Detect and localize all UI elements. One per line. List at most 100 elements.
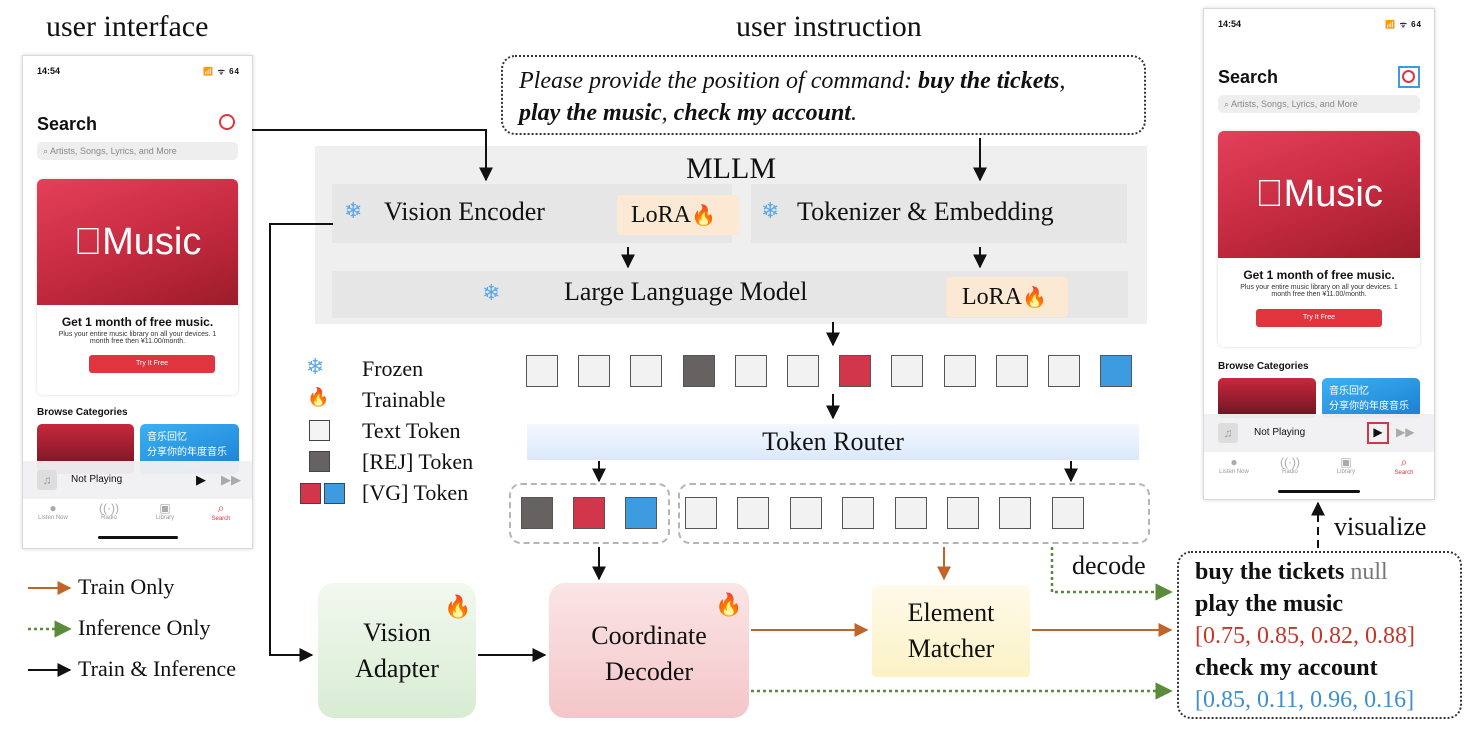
coordinate-decoder-line2: Decoder	[604, 657, 694, 686]
legend-vg-token: [VG] Token	[362, 480, 469, 505]
promo-subtitle: Plus your entire music library on all yo…	[58, 331, 217, 345]
try-it-free-button[interactable]: Try It Free	[1256, 309, 1382, 327]
promo-title: Get 1 month of free music.	[1243, 268, 1395, 282]
vg-token-swatch-red	[300, 483, 321, 504]
legend-train-inference: Train & Inference	[78, 656, 237, 681]
play-icon-highlighted[interactable]: ▶	[1367, 422, 1389, 444]
music-note-icon: ♫	[1218, 423, 1238, 443]
vision-adapter-line2: Adapter	[355, 654, 439, 683]
search-icon: ⌕	[1224, 99, 1232, 109]
text-token	[891, 355, 923, 387]
search-tab-icon: ⌕	[1400, 455, 1408, 469]
phone-search-bar[interactable]: ⌕ Artists, Songs, Lyrics, and More	[1218, 95, 1420, 113]
tab-library[interactable]: ▣Library	[1326, 455, 1366, 475]
result-cmd2-value: [0.75, 0.85, 0.82, 0.88]	[1195, 623, 1415, 649]
rej-token	[521, 497, 553, 529]
vg-token-blue	[625, 497, 657, 529]
fire-icon: 🔥	[307, 387, 330, 407]
llm-label: Large Language Model	[564, 277, 808, 306]
text-token-group	[678, 483, 1150, 544]
coordinate-decoder-module: 🔥 Coordinate Decoder	[549, 583, 749, 718]
result-cmd1-value: null	[1350, 559, 1388, 585]
fast-forward-icon[interactable]: ▶▶	[1396, 425, 1415, 439]
user-instruction-title: user instruction	[736, 10, 922, 43]
fast-forward-icon[interactable]: ▶▶	[221, 472, 241, 487]
legend-trainable: Trainable	[362, 387, 446, 412]
play-icon: ▶	[1373, 425, 1383, 439]
tab-library[interactable]: ▣Library	[145, 501, 185, 521]
result-cmd3: check my account	[1195, 655, 1378, 681]
instruction-sep2: ,	[661, 100, 674, 126]
instruction-cmd3: check my account	[673, 100, 851, 126]
snowflake-icon: ❄	[761, 198, 780, 223]
account-icon[interactable]	[219, 114, 235, 130]
snowflake-icon: ❄	[344, 198, 363, 223]
fire-icon: 🔥	[1022, 287, 1047, 309]
user-interface-title: user interface	[46, 10, 209, 43]
element-matcher-line2: Matcher	[907, 634, 995, 663]
play-icon[interactable]: ▶	[196, 472, 206, 487]
promo-banner: Music	[1218, 131, 1420, 258]
library-icon: ▣	[159, 501, 171, 515]
instruction-sep1: ,	[1059, 68, 1066, 94]
result-cmd3-line: check my account	[1195, 655, 1378, 682]
tab-radio[interactable]: ((·))Radio	[1270, 455, 1310, 475]
mllm-title: MLLM	[686, 152, 776, 185]
legend-rej-token: [REJ] Token	[362, 449, 474, 474]
phone-time: 14:54	[37, 66, 61, 76]
element-matcher-module: Element Matcher	[872, 585, 1030, 677]
tokenizer-box: ❄ Tokenizer & Embedding	[751, 184, 1127, 243]
tab-listen-now[interactable]: ●Listen Now	[33, 501, 73, 521]
lora-label: LoRA	[631, 202, 691, 228]
tile-line-1: 音乐回忆	[1329, 386, 1369, 397]
result-cmd1-line: buy the tickets null	[1195, 559, 1388, 586]
phone-screenshot-input: 14:54 📶 ᯤ 64 Search ⌕ Artists, Songs, Ly…	[22, 55, 253, 549]
home-indicator	[98, 536, 178, 539]
result-cmd3-value: [0.85, 0.11, 0.96, 0.16]	[1195, 687, 1415, 713]
now-playing-bar[interactable]: ♫ Not Playing ▶ ▶▶	[23, 461, 252, 499]
text-token	[1052, 497, 1084, 529]
text-token	[947, 497, 979, 529]
try-it-free-button[interactable]: Try It Free	[89, 355, 215, 373]
search-icon: ⌕	[43, 146, 51, 156]
vg-token-red	[573, 497, 605, 529]
category-tile-2[interactable]: 音乐回忆 分享你的年度音乐	[1322, 378, 1420, 418]
text-token	[999, 497, 1031, 529]
result-cmd2: play the music	[1195, 591, 1344, 617]
rej-token-swatch	[309, 451, 330, 472]
instruction-suffix: .	[850, 100, 857, 126]
legend-train-only: Train Only	[78, 574, 175, 599]
account-icon-highlighted[interactable]	[1398, 66, 1420, 88]
tile-line-1: 音乐回忆	[147, 432, 187, 443]
promo-title: Get 1 month of free music.	[61, 315, 214, 329]
token-router: Token Router	[527, 424, 1139, 460]
result-cmd1: buy the tickets	[1195, 559, 1345, 585]
now-playing-bar[interactable]: ♫ Not Playing ▶ ▶▶	[1204, 414, 1434, 452]
text-token	[526, 355, 558, 387]
text-token	[944, 355, 976, 387]
tab-listen-now[interactable]: ●Listen Now	[1214, 455, 1254, 475]
result-box: buy the tickets null play the music [0.7…	[1177, 551, 1462, 719]
search-placeholder: Artists, Songs, Lyrics, and More	[50, 146, 177, 156]
instruction-cmd1: buy the tickets	[918, 68, 1060, 94]
text-token	[996, 355, 1028, 387]
now-playing-label: Not Playing	[1254, 427, 1306, 438]
legend-frozen: Frozen	[362, 356, 424, 381]
rej-token	[683, 355, 715, 387]
category-tile-1[interactable]	[1218, 378, 1316, 418]
tab-search[interactable]: ⌕Search	[1384, 455, 1424, 476]
mllm-block: MLLM ❄ Vision Encoder LoRA🔥 ❄ Tokenizer …	[315, 146, 1147, 324]
phone-search-bar[interactable]: ⌕ Artists, Songs, Lyrics, and More	[37, 142, 238, 160]
snowflake-icon: ❄	[306, 354, 325, 379]
text-token	[578, 355, 610, 387]
tile-line-2: 分享你的年度音乐	[147, 447, 227, 458]
text-token	[630, 355, 662, 387]
tab-search[interactable]: ⌕Search	[201, 501, 241, 522]
vision-adapter-module: 🔥 Vision Adapter	[318, 583, 476, 718]
search-placeholder: Artists, Songs, Lyrics, and More	[1231, 99, 1358, 109]
vg-token-swatch-blue	[324, 483, 345, 504]
tab-radio[interactable]: ((·))Radio	[89, 501, 129, 521]
fire-icon: 🔥	[715, 592, 743, 617]
result-cmd2-line: play the music	[1195, 591, 1343, 618]
promo-card: Music Get 1 month of free music. Plus y…	[37, 179, 238, 395]
